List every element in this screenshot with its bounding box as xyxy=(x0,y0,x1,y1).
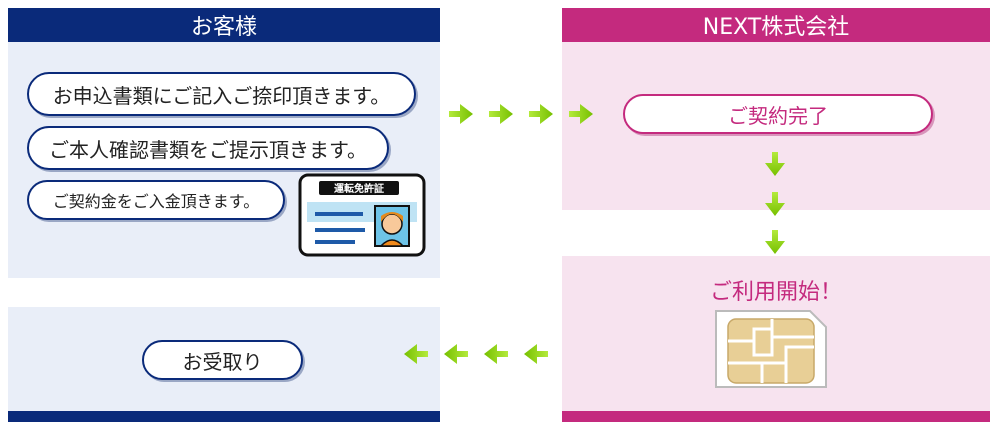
customer-footer-bar xyxy=(8,411,440,422)
customer-header: お客様 xyxy=(8,8,440,42)
arrow-right-icon xyxy=(569,104,593,124)
step-application-documents: お申込書類にご記入ご捺印頂きます。 xyxy=(27,72,416,116)
receive-label: お受取り xyxy=(182,349,263,374)
arrow-left-icon xyxy=(484,344,508,364)
arrow-down-icon xyxy=(765,152,785,176)
arrow-right-icon xyxy=(489,104,513,124)
step-contract-payment: ご契約金をご入金頂きます。 xyxy=(27,180,285,220)
arrow-right-icon xyxy=(449,104,473,124)
start-use-text: ご利用開始！ xyxy=(709,280,842,305)
company-title: NEXT株式会社 xyxy=(702,15,850,40)
contract-complete-label: ご契約完了 xyxy=(728,103,828,128)
arrow-down-icon xyxy=(765,230,785,254)
arrow-left-icon xyxy=(524,344,548,364)
company-footer-bar xyxy=(562,411,990,422)
step-contract-payment-label: ご契約金をご入金頂きます。 xyxy=(52,192,260,211)
arrow-down-icon xyxy=(765,192,785,216)
license-card-title: 運転免許証 xyxy=(334,182,384,195)
sim-card-icon xyxy=(715,310,827,388)
contract-complete-box: ご契約完了 xyxy=(623,94,933,134)
step-application-documents-label: お申込書類にご記入ご捺印頂きます。 xyxy=(52,83,391,108)
receive-box: お受取り xyxy=(142,340,303,380)
drivers-license-icon: 運転免許証 xyxy=(298,173,426,257)
arrow-right-icon xyxy=(529,104,553,124)
arrow-left-icon xyxy=(404,344,428,364)
arrow-left-icon xyxy=(444,344,468,364)
customer-title: お客様 xyxy=(190,15,257,40)
step-identity-documents: ご本人確認書類をご提示頂きます。 xyxy=(27,126,389,170)
step-identity-documents-label: ご本人確認書類をご提示頂きます。 xyxy=(49,137,367,162)
company-header: NEXT株式会社 xyxy=(562,8,990,42)
